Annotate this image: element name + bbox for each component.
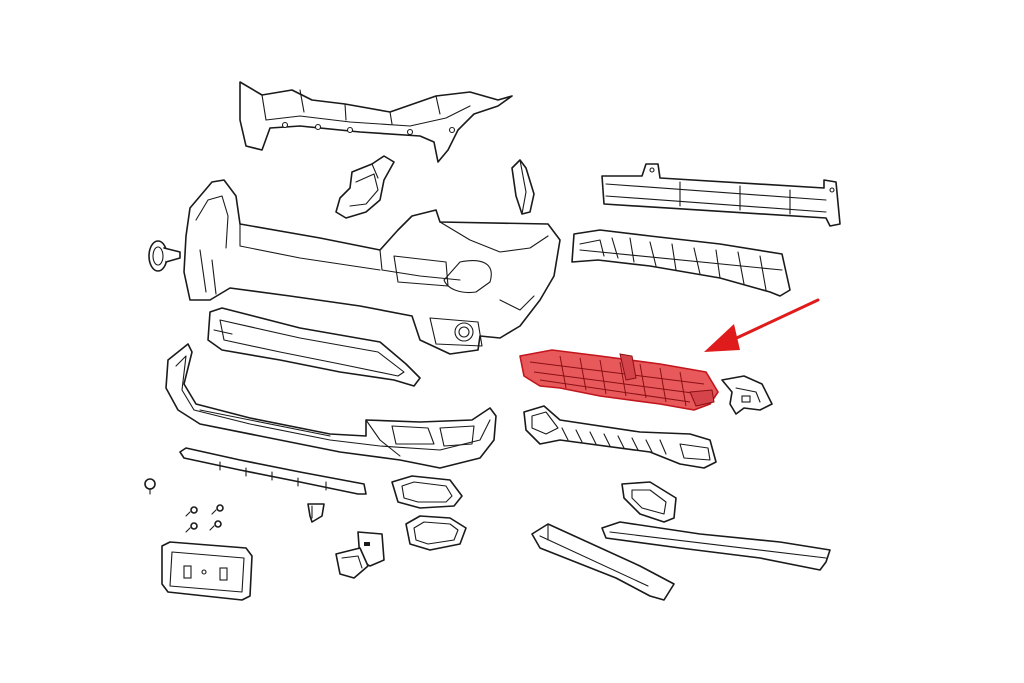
air-deflector-grille-highlighted [519, 349, 719, 411]
left-side-bracket [335, 155, 395, 219]
pointer-arrow-icon [704, 298, 820, 352]
fasteners [144, 478, 325, 533]
fog-lamp-trim [405, 515, 467, 551]
fog-lamp-bezel-right [621, 481, 677, 523]
lower-grille [523, 405, 717, 469]
bumper-fascia [183, 179, 561, 355]
lower-trim-strip-right [601, 521, 831, 571]
lower-fascia [165, 343, 497, 469]
upper-bracket [239, 81, 513, 163]
lower-trim-strip-left [531, 523, 675, 601]
fog-lamp-bezel-left [391, 475, 463, 509]
reinforcement-beam [601, 163, 841, 227]
upper-grille-frame [207, 307, 421, 387]
tow-hook-cap [148, 240, 181, 272]
energy-absorber [571, 229, 791, 297]
license-plate-bracket [161, 541, 253, 601]
right-side-bracket [721, 375, 773, 415]
right-small-bracket [511, 159, 535, 215]
chrome-strip [179, 447, 367, 495]
parking-sensor [335, 531, 385, 579]
